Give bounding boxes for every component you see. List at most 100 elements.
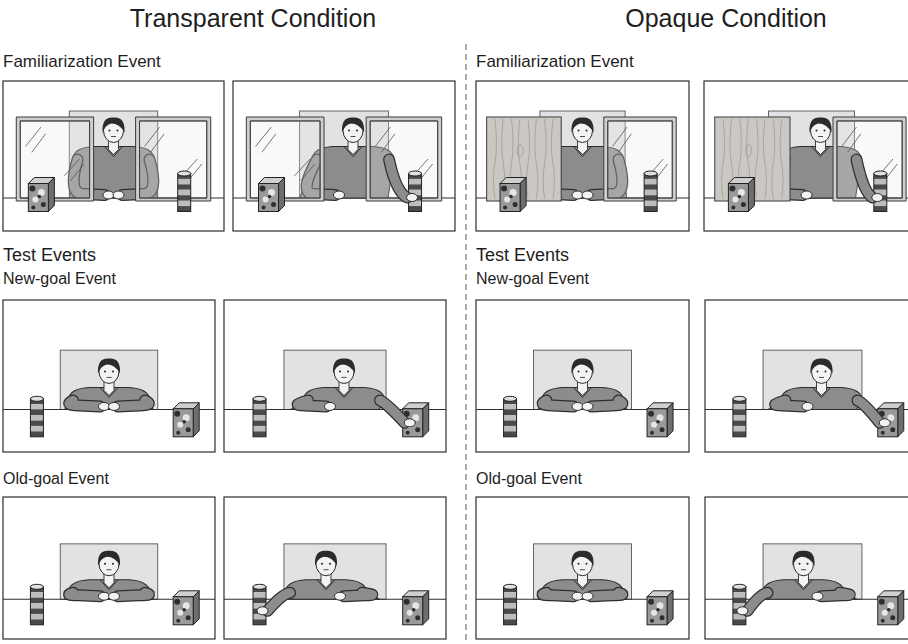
box-pattern: [504, 197, 510, 203]
arm-outline: [118, 400, 149, 406]
hand: [109, 402, 120, 410]
eye: [347, 370, 349, 372]
box-front: [173, 597, 193, 625]
glass-frame: [833, 117, 906, 201]
box-pattern: [415, 427, 420, 432]
eye: [321, 563, 323, 565]
box-pattern: [882, 610, 888, 616]
box-pattern: [887, 608, 891, 612]
back-screen: [534, 544, 632, 599]
cylinder-stripe: [504, 614, 517, 619]
mouth: [580, 136, 585, 137]
eye: [104, 563, 106, 565]
box-pattern: [651, 610, 657, 616]
glass-pane: [837, 121, 902, 198]
hair: [98, 358, 120, 373]
collar: [317, 580, 335, 590]
arm-sleeve: [858, 400, 880, 422]
eye: [586, 130, 588, 132]
box-side: [423, 403, 429, 437]
box-pattern: [407, 610, 413, 616]
event-heading: Old-goal Event: [3, 470, 109, 488]
box-pattern: [176, 619, 180, 623]
cylinder-stripe: [253, 426, 266, 431]
box-pattern: [406, 431, 410, 435]
box-front: [647, 409, 667, 437]
box-pattern: [881, 431, 885, 435]
arm-sleeve: [69, 593, 100, 597]
cylinder-outline: [30, 399, 43, 437]
mouth: [351, 136, 356, 137]
cylinder-stripe: [253, 592, 266, 597]
arm-sleeve: [592, 400, 623, 406]
glass-pane: [608, 121, 672, 198]
stimulus-panel: [476, 81, 689, 231]
arm-sleeve: [118, 400, 149, 406]
box-pattern: [406, 619, 410, 623]
cylinder-stripe: [253, 410, 266, 415]
box-pattern: [503, 206, 507, 210]
wood-grain: [527, 119, 530, 199]
box-pattern: [262, 206, 266, 210]
stimulus-panel: [705, 300, 908, 452]
wood-grain: [772, 119, 775, 199]
stimulus-panel: [3, 81, 224, 231]
box-pattern: [271, 202, 276, 207]
hand: [257, 607, 268, 615]
cylinder-stripe: [504, 609, 517, 614]
cylinder-outline: [504, 587, 517, 625]
hand: [325, 402, 336, 410]
hair: [98, 551, 120, 566]
event-heading: Familiarization Event: [3, 52, 161, 72]
hair: [809, 117, 831, 132]
box-pattern: [890, 427, 895, 432]
cylinder-stripe: [30, 431, 43, 436]
cylinder-stripe: [733, 431, 746, 436]
cylinder-stripe: [874, 184, 887, 189]
cylinder-top: [644, 171, 657, 176]
box-pattern: [656, 608, 660, 612]
eye: [112, 370, 114, 372]
glass-pane: [250, 121, 320, 198]
back-screen: [284, 544, 386, 599]
box-pattern: [890, 615, 895, 620]
cylinder-stripe: [409, 206, 422, 211]
cylinder-stripe: [504, 598, 517, 603]
cylinder-outline: [178, 174, 191, 212]
box-side: [667, 591, 673, 625]
back-screen: [60, 350, 158, 409]
hand: [334, 191, 345, 199]
glass-glint: [64, 159, 79, 176]
wood-grain: [722, 119, 725, 199]
box-side: [279, 178, 285, 212]
box-side: [520, 178, 526, 212]
panel-frame: [705, 300, 908, 452]
collar: [574, 147, 592, 157]
box-side: [193, 591, 199, 625]
glass-glint: [618, 134, 631, 152]
cylinder-stripe: [253, 431, 266, 436]
eye: [339, 370, 341, 372]
box-front: [500, 184, 520, 212]
stimulus-panel: [3, 497, 215, 639]
arm-sleeve: [118, 593, 149, 597]
arm-sleeve: [747, 593, 767, 611]
cylinder-stripe: [253, 404, 266, 409]
glass-glint: [70, 164, 84, 181]
box-front: [878, 409, 898, 437]
arm-sleeve: [822, 593, 850, 597]
box-pattern: [501, 186, 507, 192]
arm-sleeve: [592, 593, 623, 597]
cylinder-top: [178, 171, 191, 176]
event-heading: Familiarization Event: [476, 52, 634, 72]
panel-frame: [476, 81, 689, 231]
box-pattern: [29, 186, 35, 192]
back-screen: [763, 544, 862, 599]
arm-sleeve: [857, 160, 873, 198]
panel-frame: [476, 300, 689, 452]
cylinder-outline: [504, 399, 517, 437]
box-front: [403, 409, 423, 437]
stimulus-panel: [224, 497, 446, 639]
cylinder-stripe: [504, 410, 517, 415]
cylinder-top: [874, 171, 887, 176]
